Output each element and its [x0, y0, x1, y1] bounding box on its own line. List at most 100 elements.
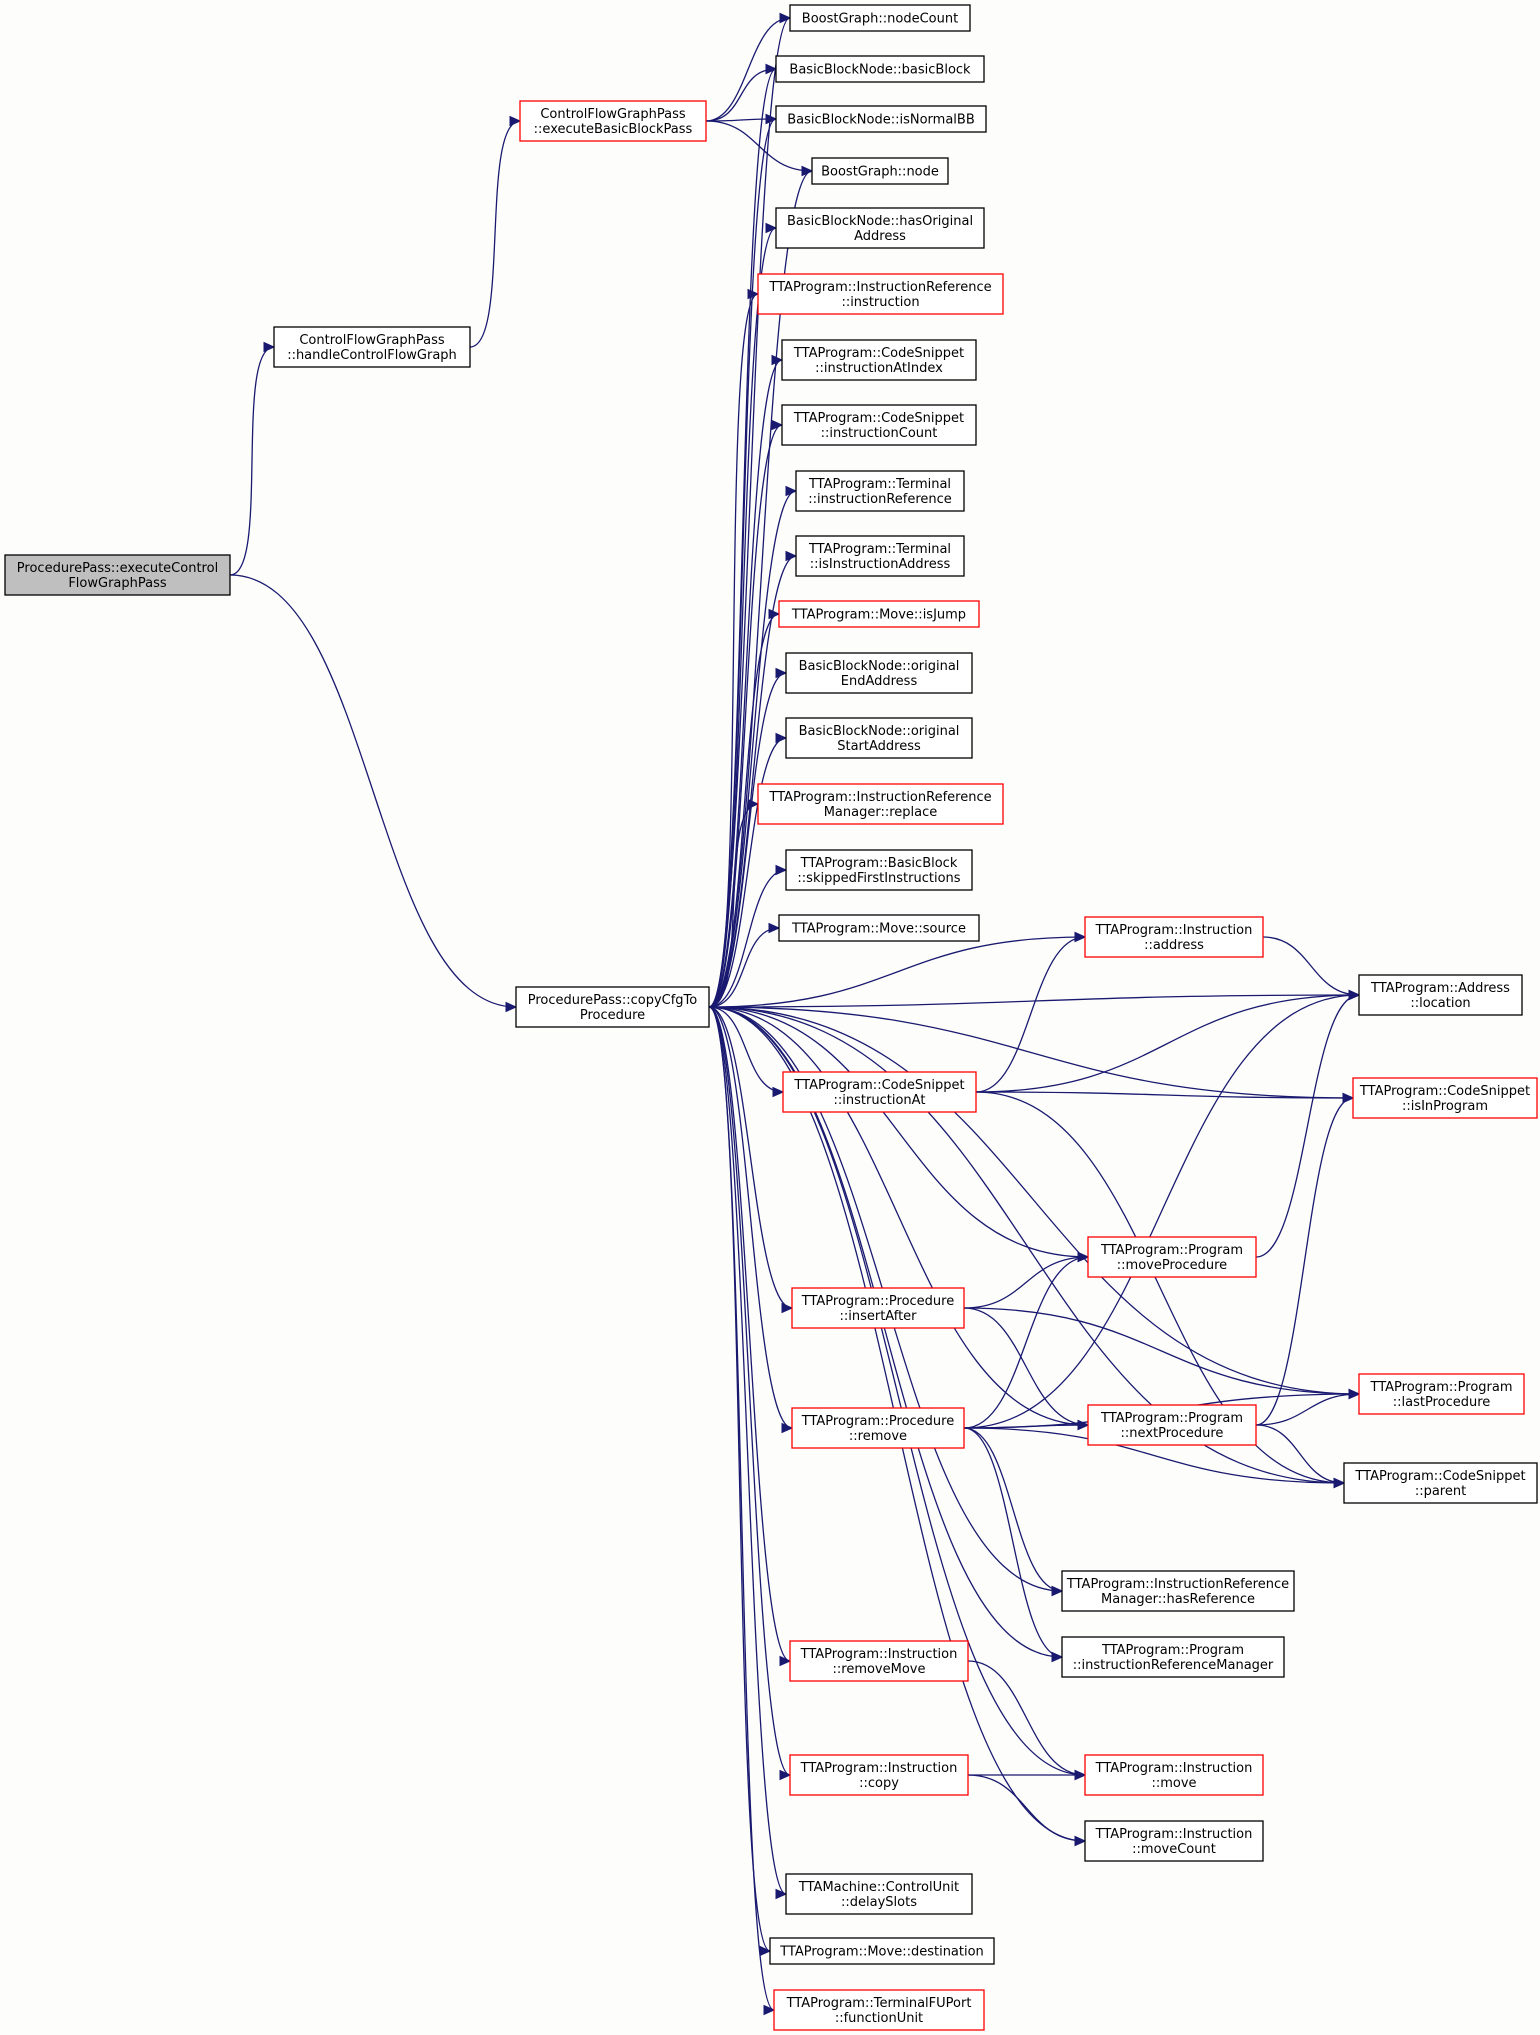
- node-label-line: TTAProgram::Program: [1101, 1643, 1244, 1658]
- edge-line: [708, 869, 787, 1008]
- function-node-termInstrRef[interactable]: TTAProgram::Terminal::instructionReferen…: [795, 470, 965, 512]
- node-label-line: EndAddress: [841, 674, 918, 689]
- node-label-line: BasicBlockNode::hasOriginal: [787, 214, 973, 229]
- edge-line: [967, 1660, 1086, 1776]
- node-label-line: ::functionUnit: [835, 2011, 923, 2026]
- node-label-line: TTAProgram::Program: [1100, 1411, 1243, 1426]
- node-label-line: ::parent: [1415, 1484, 1466, 1499]
- function-node-procRemove[interactable]: TTAProgram::Procedure::remove: [791, 1407, 965, 1449]
- node-box: [519, 100, 707, 142]
- node-label-line: TTAProgram::Procedure: [801, 1294, 954, 1309]
- edge-line: [963, 1427, 1063, 1658]
- function-node-instrCopy[interactable]: TTAProgram::Instruction::copy: [789, 1754, 969, 1796]
- node-label-line: TTAProgram::Address: [1370, 981, 1510, 996]
- edge-line: [705, 118, 777, 122]
- call-edge-copyCfg-to-fuPortUnit: [708, 1006, 776, 2016]
- arrowhead: [263, 341, 276, 353]
- function-node-addrLocation[interactable]: TTAProgram::Address::location: [1358, 974, 1523, 1016]
- function-node-instrMove[interactable]: TTAProgram::Instruction::move: [1084, 1754, 1264, 1796]
- call-edge-copyCfg-to-cuDelaySlots: [708, 1006, 788, 1900]
- function-node-fuPortUnit[interactable]: TTAProgram::TerminalFUPort::functionUnit: [773, 1989, 985, 2031]
- node-label-line: TTAProgram::Program: [1370, 1380, 1513, 1395]
- node-label-line: TTAProgram::InstructionReference: [768, 790, 991, 805]
- function-node-handleCFG[interactable]: ControlFlowGraphPass::handleControlFlowG…: [273, 326, 471, 368]
- node-box: [778, 914, 980, 942]
- node-label-line: TTAProgram::Instruction: [800, 1647, 958, 1662]
- node-label-line: ::nextProcedure: [1121, 1426, 1224, 1441]
- node-box: [515, 986, 710, 1028]
- function-node-csParent[interactable]: TTAProgram::CodeSnippet::parent: [1343, 1462, 1538, 1504]
- edge-line: [1255, 1097, 1354, 1426]
- edge-line: [975, 1091, 1354, 1099]
- function-node-irInstruction[interactable]: TTAProgram::InstructionReference::instru…: [757, 273, 1004, 315]
- function-node-execBB[interactable]: ControlFlowGraphPass::executeBasicBlockP…: [519, 100, 707, 142]
- call-edge-procRemove-to-progMoveProc: [963, 1251, 1090, 1429]
- function-node-instrMoveCount[interactable]: TTAProgram::Instruction::moveCount: [1084, 1820, 1264, 1862]
- function-node-irmReplace[interactable]: TTAProgram::InstructionReferenceManager:…: [757, 783, 1004, 825]
- function-node-progIRM[interactable]: TTAProgram::Program::instructionReferenc…: [1061, 1636, 1285, 1678]
- arrowhead: [781, 1302, 794, 1314]
- arrowhead: [771, 419, 784, 431]
- function-node-moveDest[interactable]: TTAProgram::Move::destination: [769, 1937, 995, 1965]
- arrowhead: [1077, 1251, 1090, 1263]
- node-label-line: TTAProgram::Terminal: [808, 542, 951, 557]
- call-edge-copyCfg-to-moveSource: [708, 922, 781, 1008]
- arrowhead: [1348, 989, 1361, 1001]
- node-label-line: ::isInstructionAddress: [810, 557, 951, 572]
- function-node-root[interactable]: ProcedurePass::executeControlFlowGraphPa…: [4, 554, 231, 596]
- edge-line: [963, 1256, 1089, 1429]
- function-node-csInstrAtIndex[interactable]: TTAProgram::CodeSnippet::instructionAtIn…: [781, 339, 977, 381]
- node-box: [789, 4, 971, 32]
- node-label-line: ::move: [1151, 1776, 1196, 1791]
- arrowhead: [768, 608, 781, 620]
- function-node-basicBlock[interactable]: BasicBlockNode::basicBlock: [775, 55, 985, 83]
- arrowhead: [775, 732, 788, 744]
- call-edge-procInsertAfter-to-progLastProc: [963, 1307, 1361, 1400]
- call-edge-copyCfg-to-procRemove: [708, 1006, 794, 1434]
- function-node-instrRemoveMove[interactable]: TTAProgram::Instruction::removeMove: [789, 1640, 969, 1682]
- call-edge-copyCfg-to-moveIsJump: [708, 608, 781, 1008]
- node-box: [1084, 916, 1264, 958]
- arrowhead: [505, 1001, 518, 1013]
- arrowhead: [765, 63, 778, 75]
- node-box: [1084, 1820, 1264, 1862]
- call-edge-copyCfg-to-bbSkipped: [708, 864, 788, 1008]
- function-node-progNextProc[interactable]: TTAProgram::Program::nextProcedure: [1087, 1404, 1257, 1446]
- edge-line: [708, 1006, 1354, 1099]
- function-node-isNormalBB[interactable]: BasicBlockNode::isNormalBB: [775, 105, 987, 133]
- function-node-instrAddress[interactable]: TTAProgram::Instruction::address: [1084, 916, 1264, 958]
- function-node-csInstrAt[interactable]: TTAProgram::CodeSnippet::instructionAt: [782, 1071, 977, 1113]
- edge-line: [708, 227, 777, 1008]
- function-node-procInsertAfter[interactable]: TTAProgram::Procedure::insertAfter: [791, 1287, 965, 1329]
- call-edge-progNextProc-to-progLastProc: [1255, 1388, 1361, 1426]
- function-node-termIsInstrAddr[interactable]: TTAProgram::Terminal::isInstructionAddre…: [795, 535, 965, 577]
- function-node-nodeCount[interactable]: BoostGraph::nodeCount: [789, 4, 971, 32]
- node-label-line: ::moveProcedure: [1117, 1258, 1227, 1273]
- node-label-line: TTAProgram::Procedure: [801, 1414, 954, 1429]
- edge-line: [708, 1006, 793, 1429]
- function-node-bgNode[interactable]: BoostGraph::node: [811, 157, 949, 185]
- function-node-moveSource[interactable]: TTAProgram::Move::source: [778, 914, 980, 942]
- edge-line: [708, 1006, 791, 1662]
- node-label-line: BasicBlockNode::original: [799, 659, 960, 674]
- node-label-line: TTAProgram::Program: [1100, 1243, 1243, 1258]
- edge-line: [708, 1006, 1089, 1258]
- function-node-csInstrCount[interactable]: TTAProgram::CodeSnippet::instructionCoun…: [781, 404, 977, 446]
- call-edge-copyCfg-to-procInsertAfter: [708, 1006, 794, 1314]
- edge-line: [708, 68, 777, 1008]
- function-node-irmHasRef[interactable]: TTAProgram::InstructionReferenceManager:…: [1061, 1570, 1295, 1612]
- function-node-bbSkipped[interactable]: TTAProgram::BasicBlock::skippedFirstInst…: [785, 849, 973, 891]
- call-edge-procRemove-to-addrLocation: [963, 989, 1361, 1429]
- function-nodes: ProcedurePass::executeControlFlowGraphPa…: [4, 4, 1538, 2031]
- function-node-moveIsJump[interactable]: TTAProgram::Move::isJump: [778, 600, 980, 628]
- function-node-cuDelaySlots[interactable]: TTAMachine::ControlUnit::delaySlots: [785, 1873, 973, 1915]
- function-node-progLastProc[interactable]: TTAProgram::Program::lastProcedure: [1358, 1373, 1525, 1415]
- function-node-csIsInProgram[interactable]: TTAProgram::CodeSnippet::isInProgram: [1352, 1077, 1538, 1119]
- edge-line: [708, 1006, 793, 1309]
- call-edge-root-to-handleCFG: [229, 341, 276, 576]
- function-node-progMoveProc[interactable]: TTAProgram::Program::moveProcedure: [1087, 1236, 1257, 1278]
